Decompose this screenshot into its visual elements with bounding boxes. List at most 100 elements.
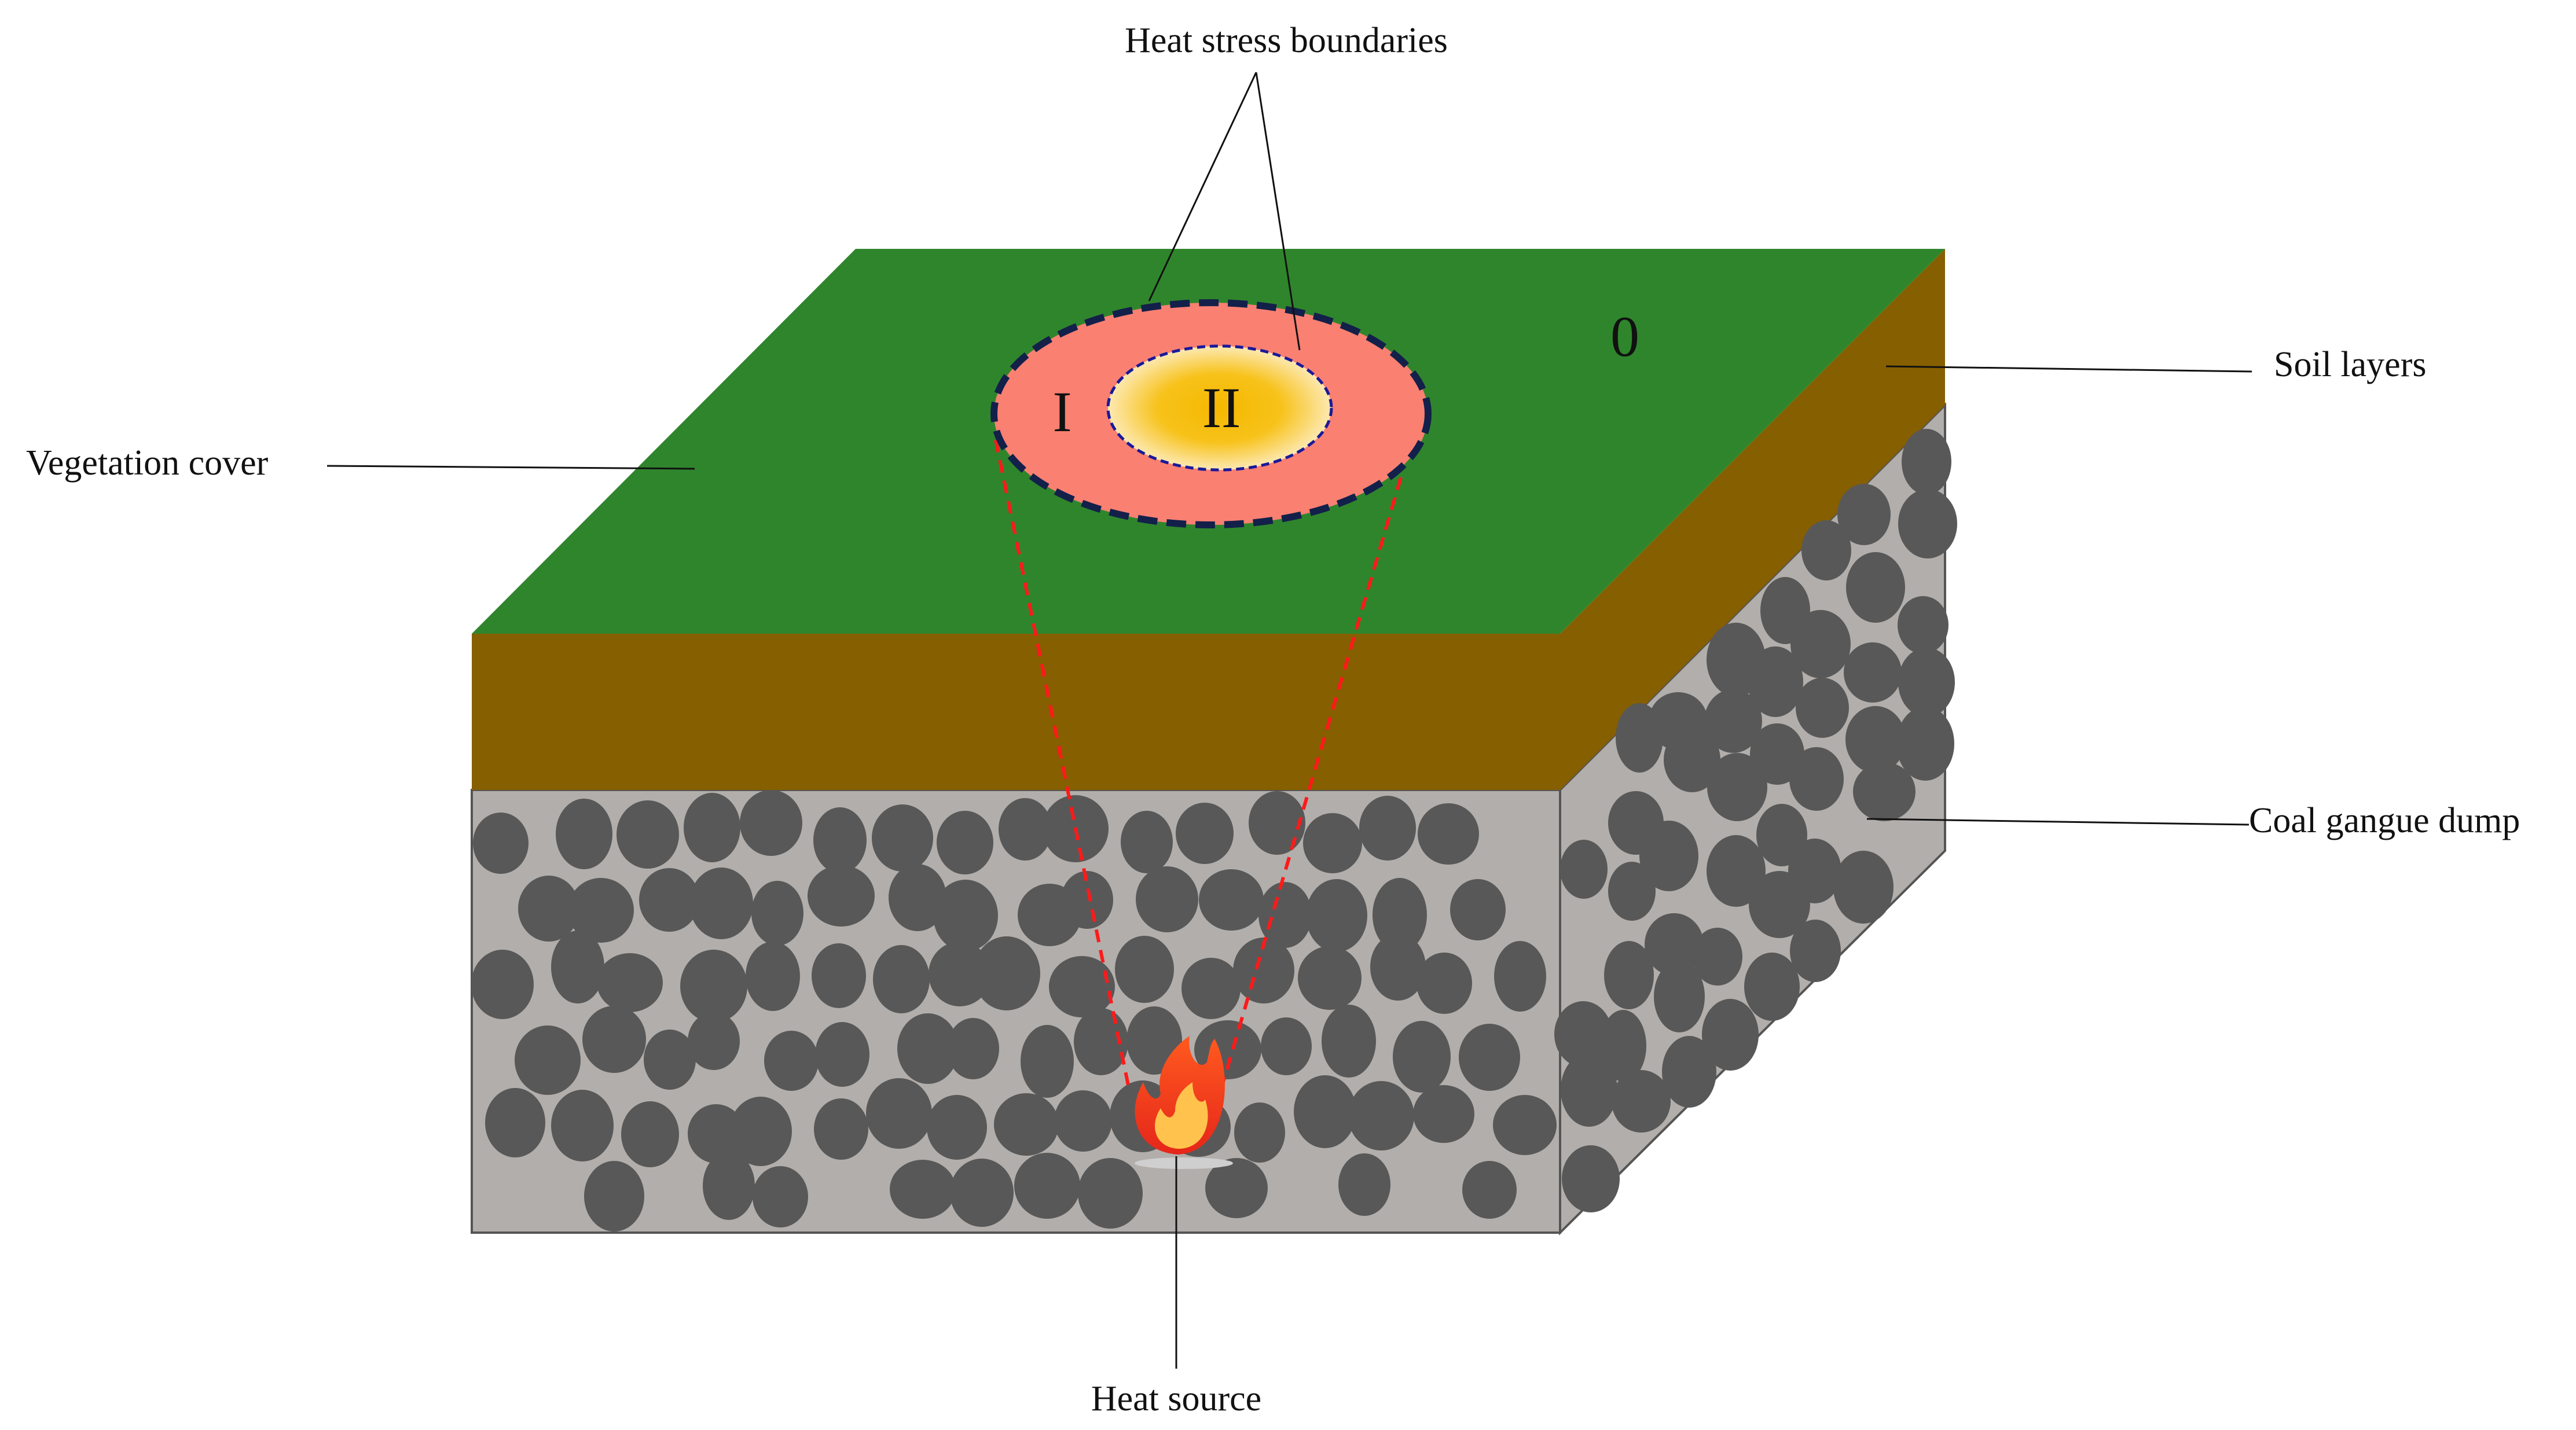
- gangue-stone: [1348, 1081, 1414, 1150]
- gangue-stone: [1898, 648, 1955, 717]
- gangue-stone: [485, 1088, 545, 1157]
- gangue-stone: [812, 943, 866, 1008]
- gangue-stone: [551, 931, 604, 1003]
- gangue-stone: [1061, 871, 1113, 929]
- gangue-stone: [1898, 596, 1948, 654]
- gangue-stone: [1662, 1036, 1716, 1108]
- flame-inner: [1155, 1082, 1208, 1149]
- zone-2-label: II: [1202, 376, 1241, 440]
- gangue-stone: [1561, 1053, 1617, 1127]
- gangue-stone: [688, 1104, 744, 1163]
- gangue-stone: [1049, 956, 1115, 1017]
- gangue-stone: [1459, 1024, 1520, 1091]
- gangue-stone: [1896, 707, 1954, 781]
- gangue-stone: [1846, 552, 1905, 623]
- gangue-stone: [1303, 813, 1362, 873]
- gangue-stone: [1258, 882, 1312, 948]
- leader-vegetation-cover: [326, 465, 695, 470]
- leader-coal-gangue-dump: [1866, 818, 2250, 826]
- gangue-stone: [1413, 1085, 1474, 1143]
- gangue-stone: [1322, 1005, 1376, 1078]
- gangue-stone: [1176, 803, 1234, 864]
- gangue-stone: [873, 945, 930, 1013]
- gangue-stone: [729, 1097, 792, 1166]
- gangue-stone: [764, 1031, 819, 1091]
- gangue-stone: [689, 867, 753, 939]
- gangue-stone: [927, 1095, 987, 1160]
- leader-lines: [326, 72, 2252, 1369]
- gangue-stone: [1707, 835, 1766, 907]
- gangue-stone: [813, 807, 867, 873]
- gangue-stone: [568, 878, 634, 943]
- gangue-stone: [1181, 958, 1241, 1019]
- gangue-stone: [1494, 941, 1546, 1012]
- gangue-stone: [1837, 484, 1891, 545]
- gangue-stone: [1664, 727, 1720, 792]
- gangue-stone: [1702, 999, 1759, 1071]
- gangue-stone: [1126, 1006, 1182, 1075]
- gangue-stone: [1645, 913, 1704, 976]
- gangue-stone: [1014, 1153, 1080, 1219]
- gangue-stone: [947, 1018, 999, 1079]
- label-heat-stress-boundaries: Heat stress boundaries: [1125, 21, 1448, 60]
- gangue-stone: [1600, 1010, 1646, 1082]
- gangue-stone: [1359, 796, 1416, 861]
- gangue-stone: [1054, 1090, 1112, 1152]
- gangue-stone: [897, 1013, 959, 1084]
- gangue-stone: [866, 1078, 932, 1149]
- gangue-stone: [1608, 862, 1656, 921]
- gangue-stone: [1450, 879, 1506, 940]
- gangue-stone: [1205, 1158, 1268, 1218]
- soil-side-face: [1560, 249, 1945, 790]
- gangue-stone: [1294, 1075, 1356, 1148]
- gangue-stone: [815, 1022, 869, 1087]
- gangue-stone: [1370, 933, 1426, 1001]
- gangue-stone: [740, 790, 802, 856]
- gangue-stone: [1261, 1017, 1312, 1075]
- gangue-stone: [937, 811, 993, 874]
- label-heat-source: Heat source: [1091, 1379, 1261, 1418]
- gangue-stone: [751, 881, 803, 946]
- gangue-stone: [746, 942, 800, 1011]
- gangue-stone: [644, 1030, 696, 1090]
- gangue-stone: [1021, 1025, 1074, 1098]
- leader-soil-layers: [1885, 365, 2252, 373]
- gangue-stone: [518, 876, 579, 942]
- gangue-stone: [1136, 866, 1198, 932]
- gangue-stone: [1789, 747, 1844, 811]
- gangue-stone: [1748, 646, 1803, 717]
- gangue-stone: [1560, 840, 1608, 899]
- gangue-stone: [703, 1152, 755, 1220]
- gangue-stone: [1790, 610, 1851, 678]
- gangue-stone: [1373, 878, 1427, 952]
- leader-heat-stress-to-inner: [1255, 72, 1301, 351]
- gangue-stone: [1199, 869, 1264, 931]
- gangue-stone: [1306, 879, 1367, 952]
- gangue-stone: [1744, 953, 1800, 1021]
- gangue-stone: [1612, 1070, 1671, 1133]
- heat-projection-lines: [994, 439, 1403, 1089]
- zone-2-area: [1106, 344, 1333, 472]
- zone-0-label: 0: [1610, 304, 1639, 369]
- label-coal-gangue-dump: Coal gangue dump: [2249, 801, 2520, 840]
- gangue-stone: [950, 1159, 1014, 1227]
- gangue-stone: [639, 868, 699, 932]
- gangue-stone: [1654, 961, 1705, 1032]
- gangue-stone: [1902, 429, 1951, 495]
- gangue-stone: [929, 942, 991, 1006]
- projection-line-right: [1220, 477, 1403, 1089]
- gangue-stone: [1796, 678, 1849, 738]
- gangue-stone: [1707, 753, 1767, 821]
- gangue-stone: [617, 800, 679, 869]
- gangue-stone: [582, 1006, 646, 1073]
- gangue-stone: [994, 1093, 1059, 1156]
- gangue-stone: [1639, 821, 1698, 891]
- gangue-stone: [1418, 803, 1479, 865]
- flame-base-shadow: [1135, 1157, 1233, 1169]
- gangue-stone: [684, 793, 740, 862]
- gangue-stone: [584, 1161, 644, 1232]
- gangue-stone: [1704, 689, 1762, 753]
- zone-1-label: I: [1052, 380, 1072, 444]
- leader-heat-stress-to-outer: [1148, 72, 1257, 302]
- gangue-stone: [551, 1090, 614, 1161]
